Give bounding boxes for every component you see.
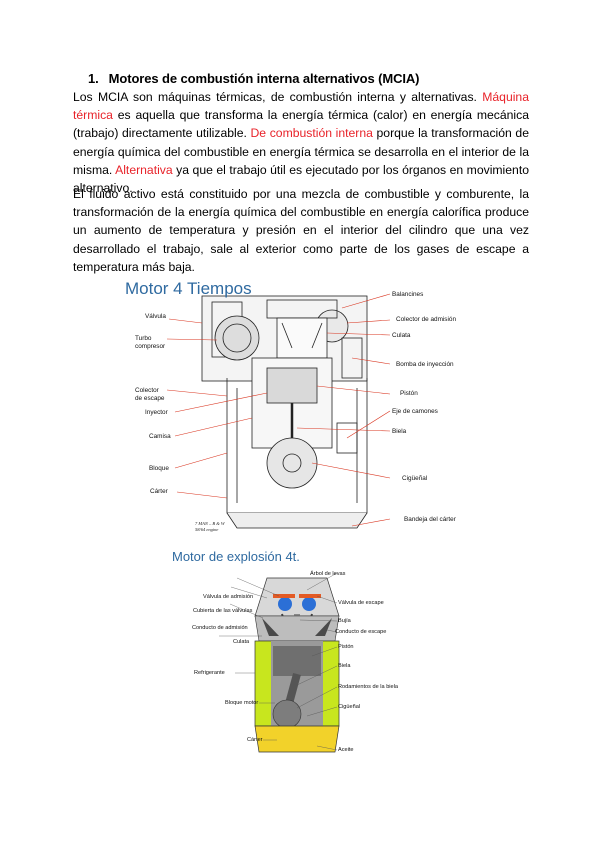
caption-line-2: 58/64 engine xyxy=(195,526,219,532)
label-cubierta-valvulas: Cubierta de las válvulas xyxy=(193,608,253,614)
term-alternativa: Alternativa xyxy=(115,162,173,177)
label-colector-admision: Colector de admisión xyxy=(396,316,457,323)
text-run: es aquella que transforma la energía tér… xyxy=(73,108,529,141)
paragraph-fluido-activo: El fluido activo está constituido por un… xyxy=(73,187,529,274)
label-biela: Biela xyxy=(338,663,351,669)
paragraph-definition: Los MCIA son máquinas térmicas, de combu… xyxy=(73,88,529,197)
text-run: Los MCIA son máquinas térmicas, de combu… xyxy=(73,90,483,104)
label-bandeja-carter: Bandeja del cárter xyxy=(404,516,456,523)
label-biela: Biela xyxy=(392,428,407,435)
label-aceite: Aceite xyxy=(338,747,354,753)
label-compresor: compresor xyxy=(135,343,166,350)
label-bujia: Bujía xyxy=(338,618,351,624)
figure1-title: Motor 4 Tiempos xyxy=(125,279,252,298)
label-conducto-admision: Conducto de admisión xyxy=(192,625,248,631)
label-culata: Culata xyxy=(233,639,250,645)
figure1-caption: 7 MAN – B & W 58/64 engine xyxy=(195,521,225,532)
label-eje-camones: Eje de camones xyxy=(392,408,438,415)
label-carter: Cárter xyxy=(150,488,168,495)
label-colector-2: de escape xyxy=(135,395,165,402)
label-rodamientos-biela: Rodamientos de la biela xyxy=(338,684,399,690)
label-balancines: Balancines xyxy=(392,291,424,298)
term-combustion-interna: De combustión interna xyxy=(250,126,373,141)
label-inyector: Inyector xyxy=(145,409,168,416)
section-title: Motores de combustión interna alternativ… xyxy=(108,71,420,86)
label-turbo: Turbo xyxy=(135,335,152,342)
label-arbol-levas: Árbol de levas xyxy=(310,571,346,577)
figure-motor-4-tiempos: Motor 4 Tiempos Válvula Turbo compresor … xyxy=(117,278,474,543)
label-bloque: Bloque xyxy=(149,465,169,472)
label-colector-1: Colector xyxy=(135,387,159,394)
label-piston: Pistón xyxy=(338,644,354,650)
section-number: 1. xyxy=(88,71,99,86)
label-valvula-escape: Válvula de escape xyxy=(338,600,384,606)
label-bomba-inyeccion: Bomba de inyección xyxy=(396,361,454,368)
label-refrigerante: Refrigerante xyxy=(194,670,225,676)
term-maquina-termica: Máquina térmica xyxy=(73,90,529,123)
engine-cross-section-diagram xyxy=(166,293,391,529)
label-piston: Pistón xyxy=(400,390,418,397)
section-heading: 1. Motores de combustión interna alternat… xyxy=(88,71,420,86)
label-culata: Culata xyxy=(392,332,411,339)
label-bloque-motor: Bloque motor xyxy=(225,700,259,706)
label-camisa: Camisa xyxy=(149,433,171,440)
text-run: porque la transformación de energía quím… xyxy=(73,126,529,177)
caption-line-1: 7 MAN – B & W xyxy=(195,521,225,526)
label-ciguenal: Cigüeñal xyxy=(338,704,361,710)
label-valvula: Válvula xyxy=(145,313,166,320)
text-run: ya que el trabajo útil es ejecutado por … xyxy=(73,162,529,196)
figure-motor-explosion-4t: Motor de explosión 4t. Árbol de levas Vá… xyxy=(167,546,433,760)
label-ciguenal: Cigüeñal xyxy=(402,475,428,482)
engine-cutaway-diagram xyxy=(219,572,340,753)
label-conducto-escape: Conducto de escape xyxy=(335,629,387,635)
label-valvula-admision: Válvula de admisión xyxy=(203,594,254,600)
figure2-title: Motor de explosión 4t. xyxy=(172,549,300,564)
label-carter: Cárter xyxy=(247,737,263,743)
